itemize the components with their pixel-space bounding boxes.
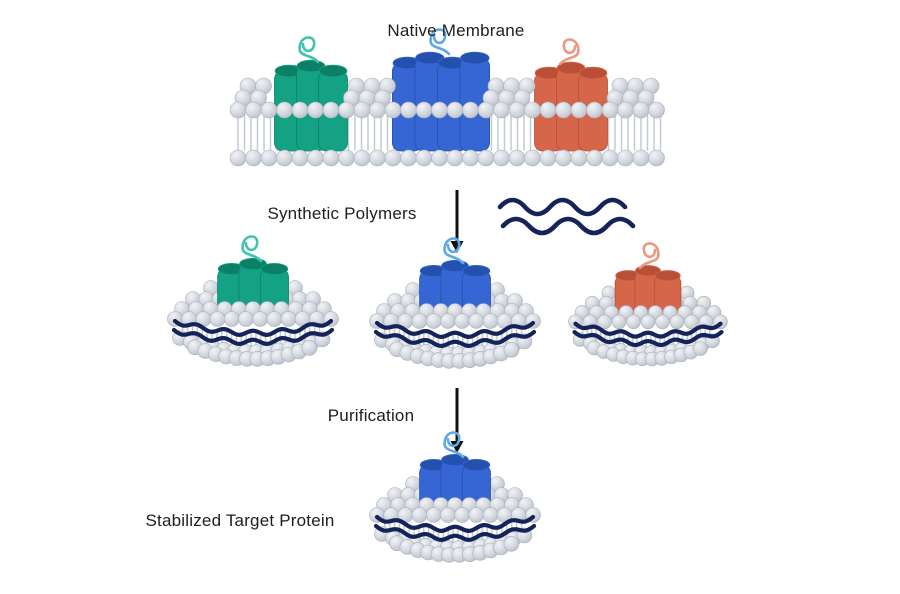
protein-bundle bbox=[391, 51, 490, 152]
polymer-belt bbox=[373, 320, 537, 348]
native-membrane-label: Native Membrane bbox=[387, 21, 525, 40]
nanodisc-teal-protein bbox=[167, 235, 339, 367]
lipid-headgroups-bottom bbox=[374, 332, 533, 369]
lipid-headgroups bbox=[229, 77, 665, 167]
stabilized-target-protein-label: Stabilized Target Protein bbox=[145, 511, 335, 530]
polymer-belt bbox=[171, 318, 335, 346]
polymer-squiggles-icon bbox=[497, 197, 636, 236]
polymer-belt bbox=[373, 514, 537, 542]
protein-bundle bbox=[419, 259, 491, 313]
nanodisc-purified-protein bbox=[369, 431, 541, 563]
protein-bundle bbox=[614, 265, 682, 314]
protein-bundle bbox=[217, 257, 289, 311]
nanodisc-teal bbox=[167, 235, 339, 367]
native-membrane-illustration bbox=[229, 28, 665, 167]
nanodisc-orange bbox=[568, 242, 728, 367]
protein-bundle bbox=[419, 453, 491, 507]
nanodisc-orange-protein bbox=[568, 242, 728, 367]
lipid-headgroups-bottom bbox=[374, 526, 533, 563]
polymer-belt bbox=[572, 321, 724, 348]
lipid-headgroups-front bbox=[568, 305, 728, 330]
nanodisc-final bbox=[369, 431, 541, 563]
nanodisc-blue-protein bbox=[369, 237, 541, 369]
nanodisc-blue bbox=[369, 237, 541, 369]
down-arrow-icon bbox=[450, 190, 464, 253]
purification-label: Purification bbox=[327, 406, 415, 425]
synthetic-polymers-label: Synthetic Polymers bbox=[267, 204, 417, 223]
